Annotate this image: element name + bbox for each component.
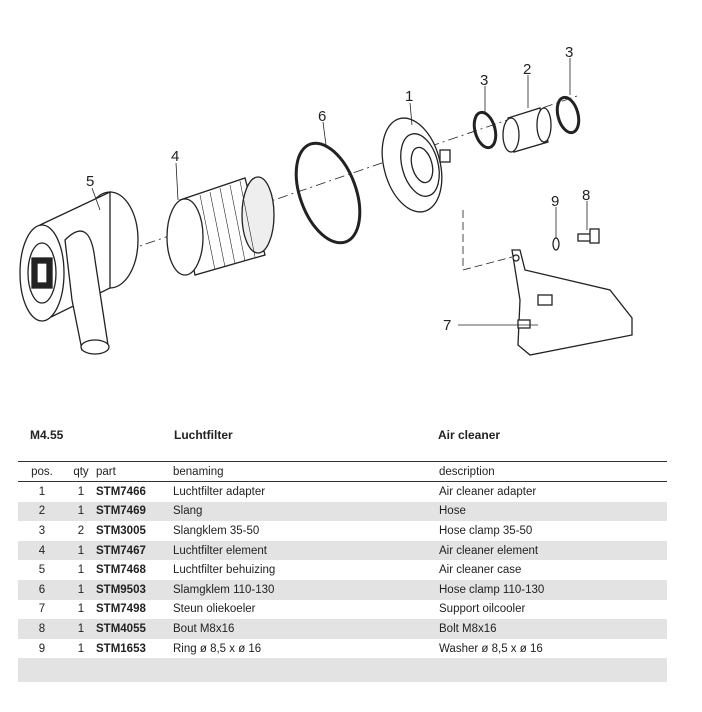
table-cell: Slamgklem 110-130 [173,579,439,600]
table-cell: Air cleaner adapter [439,485,537,498]
table-cell: 1 [77,642,85,655]
table-cell: Air cleaner element [439,540,667,561]
table-cell: Bout M8x16 [173,619,439,639]
table-cell: 1 [66,540,96,561]
table-cell: STM7466 [96,485,146,498]
section-title-dutch: Luchtfilter [174,428,233,442]
table-cell: Luchtfilter behuizing [173,564,276,577]
column-header: part [96,461,173,482]
table-cell: Slang [173,501,439,522]
column-header: description [439,461,667,482]
callout-1: 1 [405,88,413,105]
bolt [577,228,600,244]
table-cell: 5 [38,564,46,577]
table-cell: STM7468 [96,564,146,577]
washer [552,237,560,251]
hose-clamp-large [294,141,362,245]
table-cell: Air cleaner case [439,564,522,577]
table-header-row: pos. qty part benaming description [18,461,667,482]
exploded-parts-diagram: 5 4 6 1 3 2 3 9 8 7 [19,44,633,356]
column-header: pos. [18,461,66,482]
table-cell: Support oilcooler [439,603,526,616]
table-cell: Ring ø 8,5 x ø 16 [173,642,262,655]
air-cleaner-element [166,176,275,276]
table-cell: 1 [77,603,85,616]
table-cell: Hose clamp 35-50 [439,524,533,537]
column-header: benaming [173,461,439,482]
table-cell: 6 [18,579,66,600]
air-cleaner-adapter [381,117,451,213]
table-cell: 1 [66,619,96,639]
table-cell: STM7467 [96,540,173,561]
hose-clamp-small [555,95,581,135]
table-cell: Bolt M8x16 [439,619,667,639]
table-cell: Hose [439,501,667,522]
section-code: M4.55 [30,428,64,442]
table-cell: 4 [18,540,66,561]
table-row-empty [18,658,667,683]
table-cell: 1 [66,501,96,522]
table-cell: 3 [38,524,46,537]
table-cell: 2 [77,524,85,537]
table-cell: STM7469 [96,501,173,522]
table-cell: 9 [38,642,46,655]
table-cell: 1 [77,485,85,498]
table-cell: 2 [18,501,66,522]
section-title-english: Air cleaner [438,428,501,442]
callout-5: 5 [86,173,94,190]
callout-3: 3 [480,72,488,89]
callout-9: 9 [551,193,559,210]
column-header: qty [66,461,96,482]
callout-4: 4 [171,148,179,165]
table-cell: 1 [38,485,46,498]
table-cell: Steun oliekoeler [173,603,256,616]
table-cell: STM4055 [96,619,173,639]
air-cleaner-case [19,190,139,355]
hose [502,107,552,153]
table-row: 3 2 STM3005 Slangklem 35-50 Hose clamp 35-50 [18,521,667,541]
table-cell: Hose clamp 110-130 [439,579,667,600]
callout-7: 7 [443,317,451,334]
hose-clamp-small [472,110,498,150]
callout-3: 3 [565,44,573,61]
table-row: 9 1 STM1653 Ring ø 8,5 x ø 16 Washer ø 8,5 x… [18,639,667,659]
table-cell: 1 [66,579,96,600]
callout-8: 8 [582,187,590,204]
table-cell: 1 [77,564,85,577]
table-cell: STM7498 [96,603,146,616]
table-cell: 7 [38,603,46,616]
table-cell: Luchtfilter adapter [173,485,266,498]
callout-6: 6 [318,108,326,125]
table-cell: 8 [18,619,66,639]
support-oilcooler-bracket [511,249,633,356]
table-cell: STM9503 [96,579,173,600]
table-cell: Slangklem 35-50 [173,524,260,537]
table-cell: Washer ø 8,5 x ø 16 [439,642,543,655]
table-row: 7 1 STM7498 Steun oliekoeler Support oilcool… [18,600,667,620]
table-row: 5 1 STM7468 Luchtfilter behuizing Air cleane… [18,560,667,580]
table-cell: Luchtfilter element [173,540,439,561]
table-cell: STM3005 [96,524,146,537]
callout-2: 2 [523,61,531,78]
table-row: 1 1 STM7466 Luchtfilter adapter Air cleaner … [18,482,667,502]
table-cell: STM1653 [96,642,146,655]
